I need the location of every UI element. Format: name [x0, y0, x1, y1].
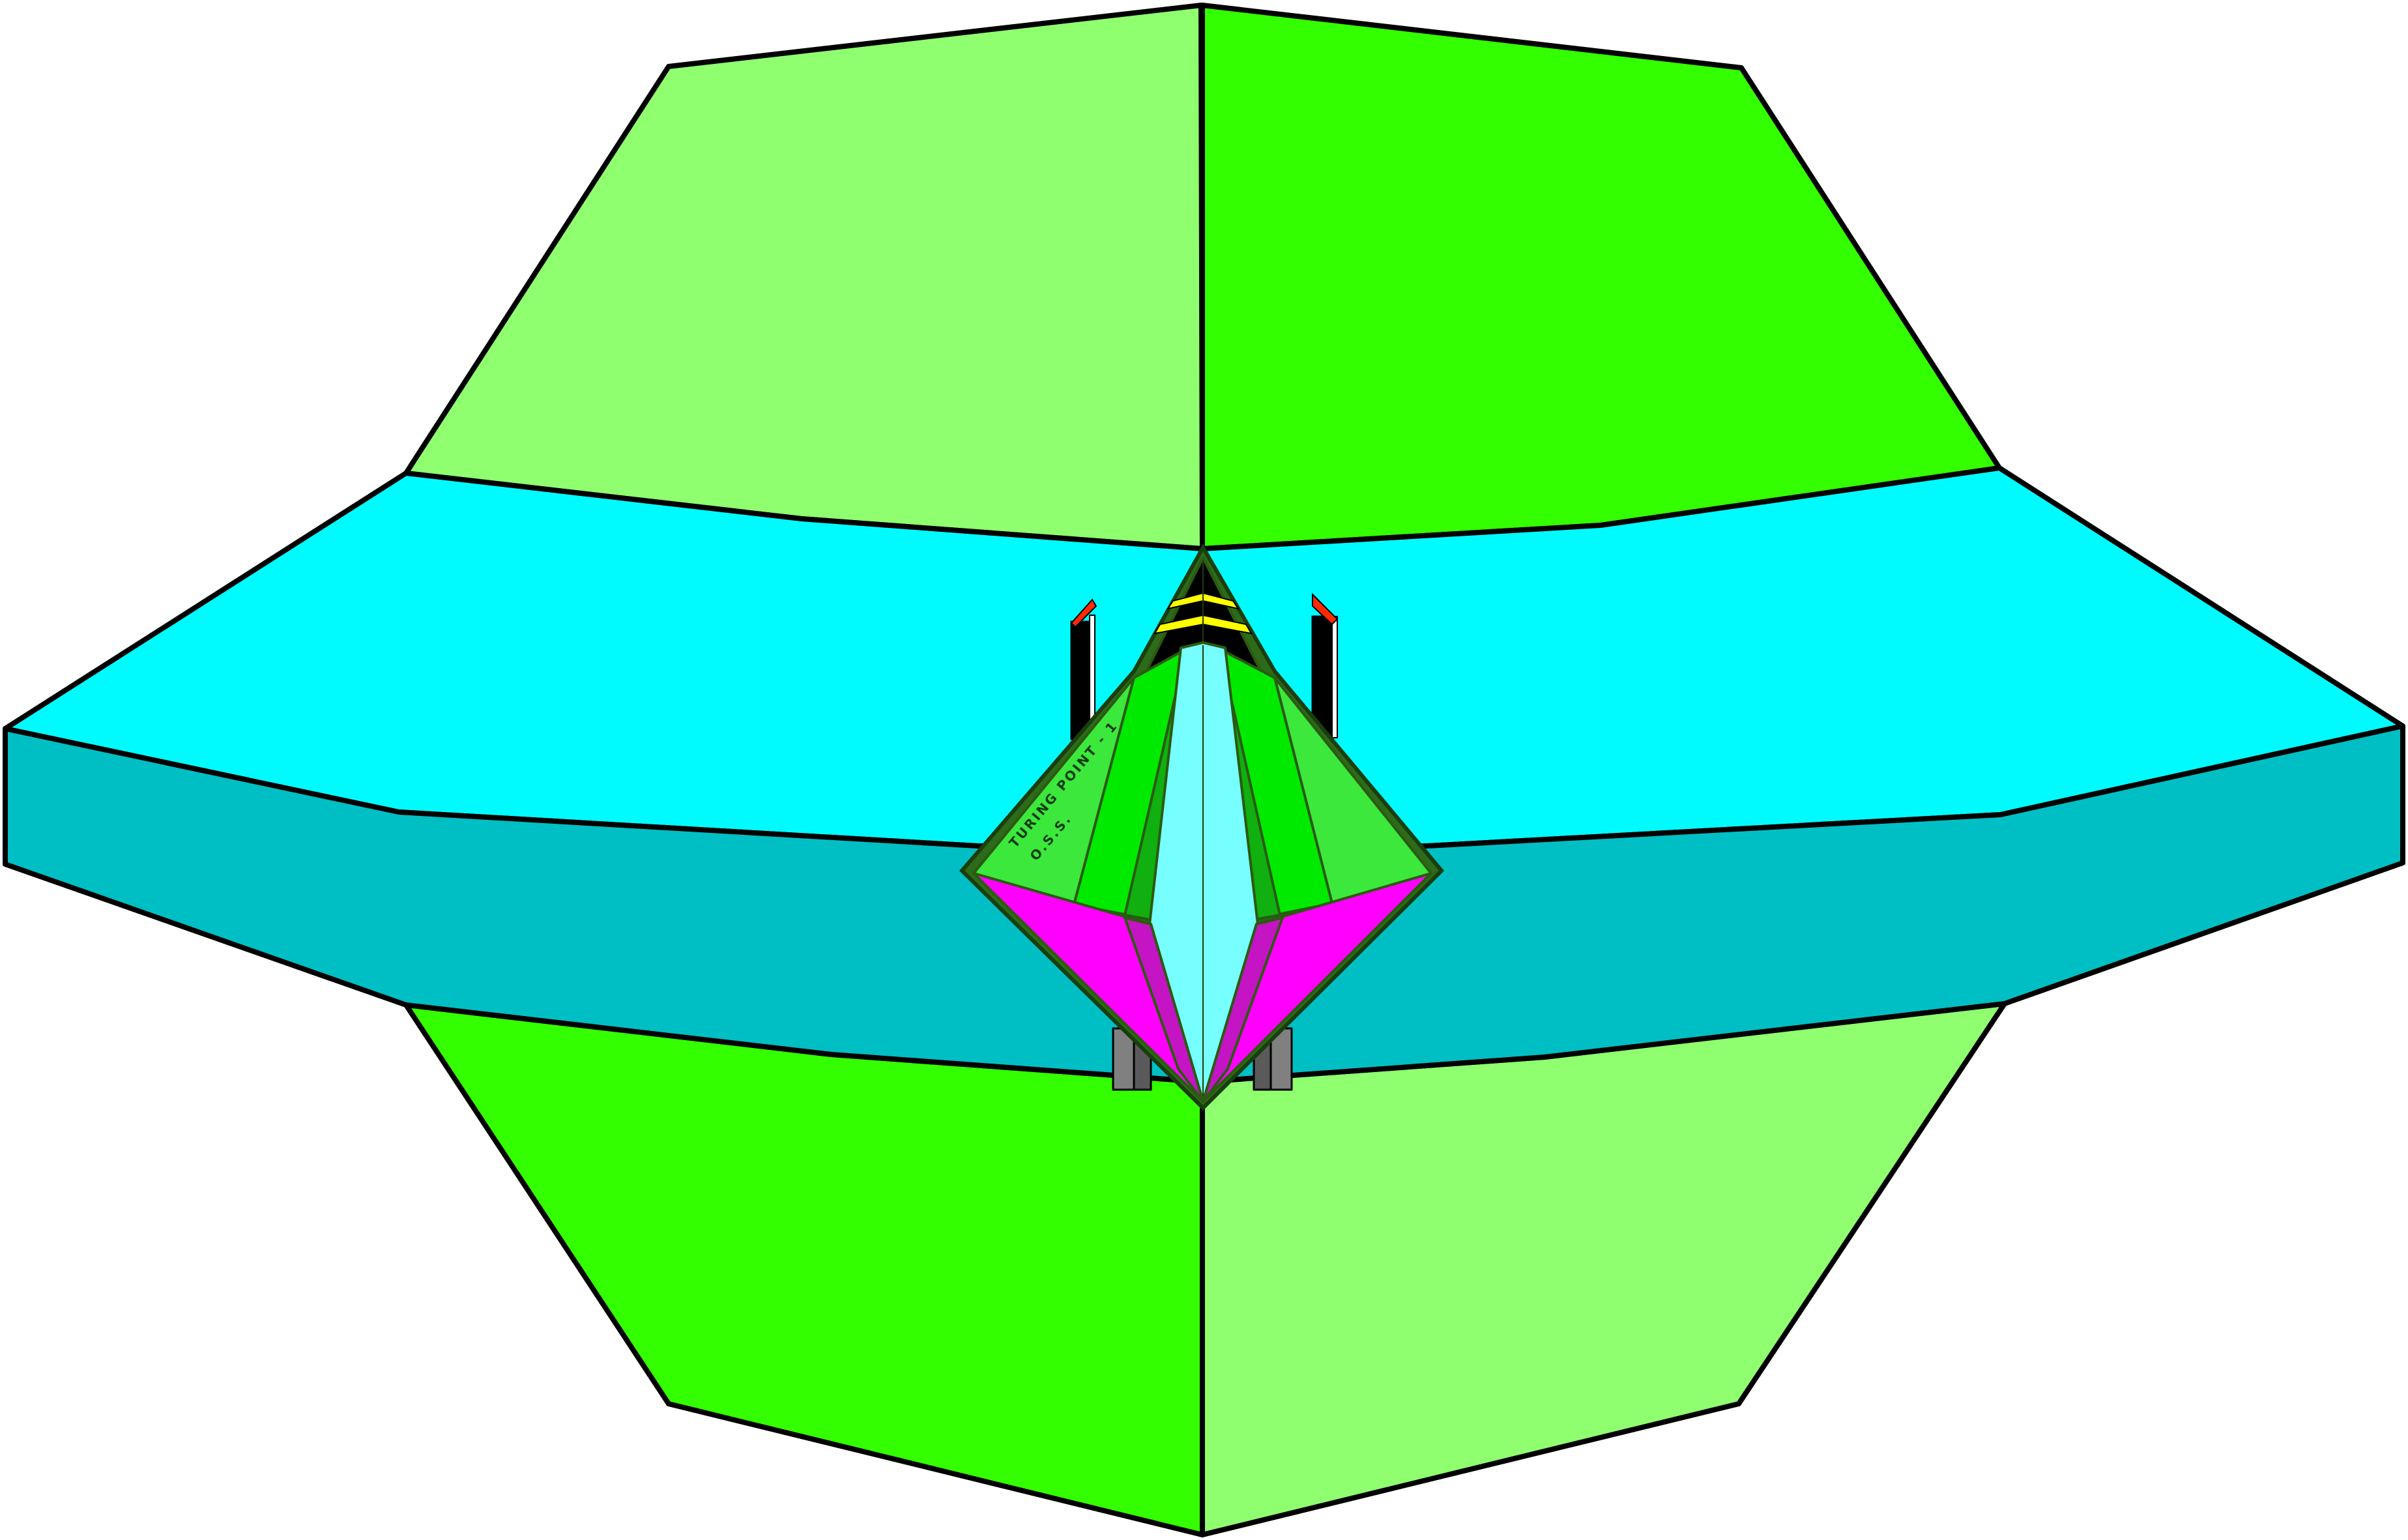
docked-ship: TURING POINT - 1 O.S.S. — [959, 543, 1445, 1111]
right-mast-highlight — [1331, 616, 1338, 738]
upper-hull-right-panel — [1200, 3, 2002, 551]
lower-hull — [403, 1001, 2007, 1537]
right-rear-fin-shade — [1202, 916, 1284, 1103]
left-mast-red-tip — [1070, 598, 1097, 628]
upper-hull — [403, 3, 2002, 551]
upper-hull-left-panel — [403, 3, 1205, 551]
right-mast-red-tip — [1312, 592, 1339, 626]
right-mast — [1311, 592, 1339, 739]
lower-hull-right-panel — [1200, 1001, 2007, 1537]
lower-hull-left-panel — [403, 1002, 1205, 1537]
